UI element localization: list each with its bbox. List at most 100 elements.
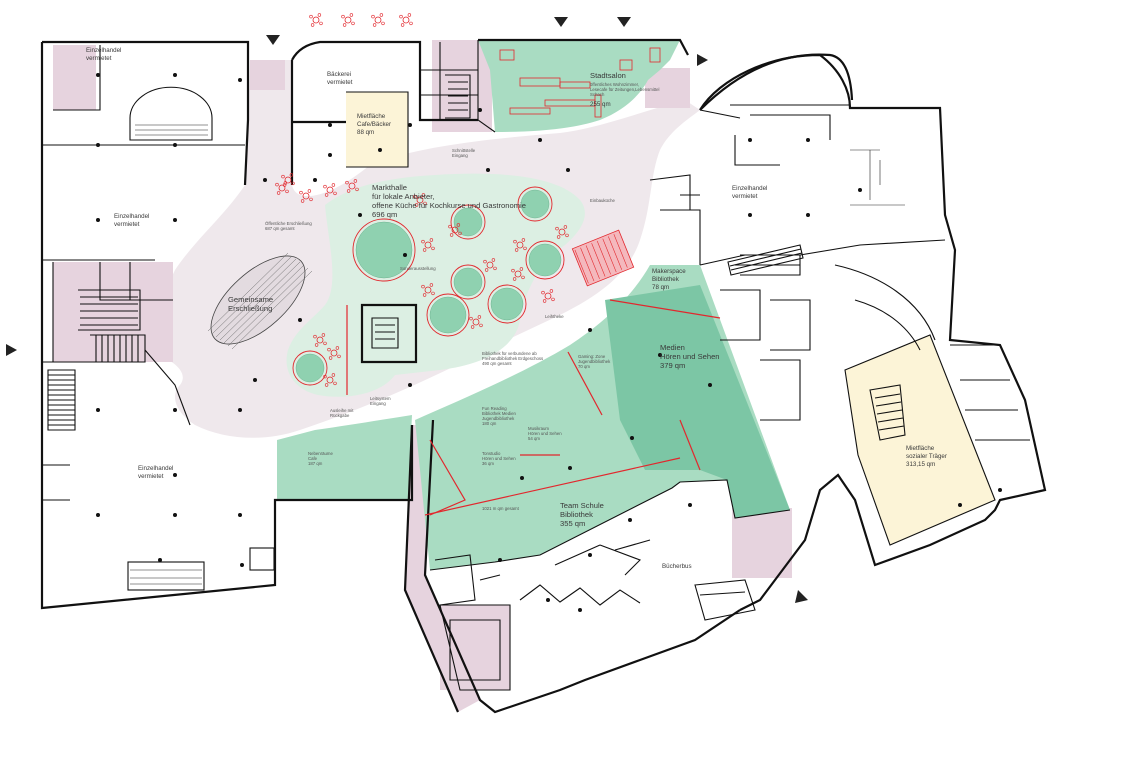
column-39: [806, 138, 810, 142]
kitchen-core: [360, 303, 418, 364]
table-with-chairs-5: [448, 223, 462, 237]
label-oeff-erschliessung: Öffentliche Erschließung: [265, 221, 312, 226]
column-11: [173, 473, 177, 477]
column-37: [858, 188, 862, 192]
entrance-arrow-ne: [697, 54, 708, 66]
label-einzelhandel-sw: Einzelhandel: [138, 465, 173, 472]
caption-schnittstelle: Schnittstelle: [452, 148, 476, 153]
label-bibliothek-gesamt-2: Freihandbibliothek Erdgeschoss: [482, 356, 543, 361]
stadtsalon-furniture-2: [559, 81, 591, 89]
table-with-chairs-6: [483, 258, 497, 272]
label-musikraum-2: Hören und Sehen: [528, 431, 562, 436]
walls: [40, 38, 1047, 714]
sozial-stair: [869, 384, 906, 441]
svg-text:öffentliches Wohnzimmer,Leseca: öffentliches Wohnzimmer,Lesecafe für Zei…: [590, 82, 660, 97]
table-with-chairs-13: [327, 346, 341, 360]
column-42: [958, 503, 962, 507]
stair-core-nw: [53, 45, 96, 110]
label-cafe-2: Cafe/Bäcker: [357, 121, 391, 128]
markthalle-shelf-block: [571, 229, 635, 287]
label-team-schule-2: Bibliothek: [560, 510, 593, 519]
kiosk-n: [250, 60, 285, 90]
stadtsalon-furniture-6: [619, 59, 633, 71]
column-7: [173, 408, 177, 412]
sw-escalator-lines: [130, 569, 202, 585]
east-internal: [699, 104, 850, 276]
central-escalator: [207, 252, 313, 350]
shelf-line-0: [574, 249, 589, 284]
entrance-arrow-west: [6, 344, 17, 356]
mietflaeche-sozial-zone: [845, 335, 995, 545]
column-45: [478, 108, 482, 112]
column-33: [688, 503, 692, 507]
shelf-line-4: [596, 240, 611, 275]
label-bibliothek-gesamt: Bibliothek für verbundene ab: [482, 351, 537, 356]
column-48: [263, 178, 267, 182]
column-35: [748, 213, 752, 217]
red-wall-gaming: [567, 351, 603, 416]
label-einzelhandel-nw-2: vermietet: [86, 55, 112, 62]
stair-core-se: [732, 508, 792, 578]
table-with-chairs-10: [469, 315, 483, 329]
table-with-chairs-18: [371, 13, 385, 27]
market-counter-top-0: [355, 221, 413, 279]
table-with-chairs-8: [541, 289, 555, 303]
entrance-arrows: [6, 17, 808, 603]
shelf-line-1: [580, 247, 595, 282]
label-buecherbus: Bücherbus: [662, 563, 692, 570]
label-einzelhandel-sw-2: vermietet: [138, 473, 164, 480]
label-baeckerei: Bäckerei: [327, 71, 351, 78]
market-counter-6: [450, 264, 486, 300]
label-nebenraeume-2: Cafe: [308, 456, 318, 461]
library-south-wall: [429, 479, 791, 571]
label-makerspace-3: 78 qm: [652, 284, 669, 291]
stadtsalon-zone: [478, 40, 680, 132]
market-counter-3: [450, 204, 486, 240]
shelf-line-7: [613, 234, 628, 268]
west-stair: [47, 369, 76, 431]
table-with-chairs-17: [341, 13, 355, 27]
column-28: [520, 476, 524, 480]
red-wall-makerspace: [609, 299, 721, 319]
label-cafe-3: 88 qm: [357, 129, 374, 136]
label-team-schule-3: 355 qm: [560, 519, 585, 528]
label-einzelhandel-e-2: vermietet: [732, 193, 758, 200]
east-cross-wall: [699, 239, 946, 266]
bakery-internal: [346, 42, 478, 168]
red-wall-tonstudio: [429, 439, 466, 516]
label-stadtsalon-4: Schach: [590, 92, 605, 97]
label-stadtsalon-qm: 255 qm: [590, 101, 611, 108]
column-19: [403, 253, 407, 257]
label-medien: Medien: [660, 343, 685, 352]
label-musikraum-3: 54 qm: [528, 436, 540, 441]
east-escalator: [727, 244, 804, 276]
stadtsalon-furniture-4: [509, 107, 551, 115]
table-with-chairs-12: [555, 225, 569, 239]
red-wall-medien: [679, 419, 701, 471]
column-16: [313, 178, 317, 182]
column-10: [238, 513, 242, 517]
label-markthalle-2: für lokale Anbieter,: [372, 192, 434, 201]
label-gemeinsame: Gemeinsame: [228, 295, 273, 304]
svg-text:Bücherbus: Bücherbus: [662, 563, 692, 570]
shelf-line-2: [585, 245, 600, 279]
stair-core-n: [432, 40, 492, 132]
market-counter-1: [426, 293, 470, 337]
label-tonstudio-3: 36 qm: [482, 461, 494, 466]
south-misc: [434, 554, 756, 621]
label-einzelhandel-nw: Einzelhandel: [86, 47, 121, 54]
column-21: [298, 318, 302, 322]
column-6: [96, 408, 100, 412]
area-fills: [53, 40, 995, 712]
red-wall-team-schule: [424, 457, 681, 516]
table-with-chairs-16: [309, 13, 323, 27]
label-medien-2: Hören und Sehen: [660, 352, 720, 361]
label-medien-3: 379 qm: [660, 361, 685, 370]
library-dark-zone: [605, 285, 790, 518]
label-gaming: Gaming: Zone: [578, 354, 606, 359]
label-gaming-3: 70 qm: [578, 364, 590, 369]
